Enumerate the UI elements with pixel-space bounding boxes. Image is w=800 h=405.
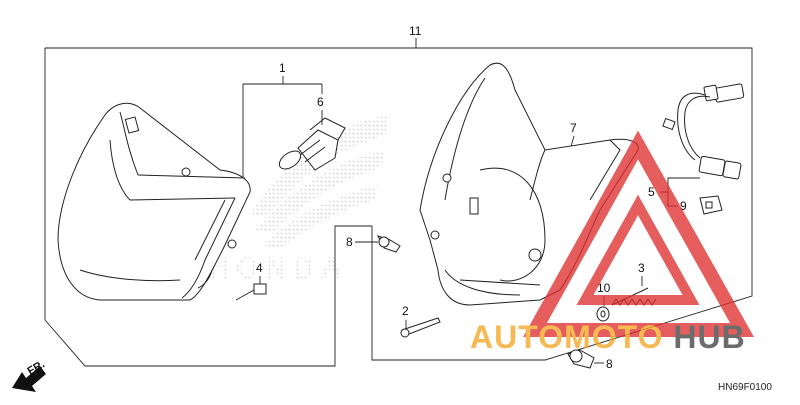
watermark-brand-suffix: HUB	[673, 319, 745, 355]
nut-part: 4	[235, 261, 267, 301]
front-direction-indicator: FR.	[12, 358, 47, 392]
headlight-housing	[57, 102, 251, 301]
bolt-right-part: 8	[567, 349, 613, 371]
callout-6: 6	[317, 95, 324, 109]
callout-8-left: 8	[346, 235, 353, 249]
watermark-brand: AUTOMOTO	[470, 319, 663, 355]
callout-1: 1	[279, 61, 286, 75]
long-screw-part: 2	[400, 304, 441, 338]
callout-8-right: 8	[606, 357, 613, 371]
headlight-bulb	[278, 117, 346, 171]
callout-11: 11	[409, 24, 422, 38]
callout-2: 2	[402, 304, 409, 318]
callout-7: 7	[570, 121, 577, 135]
callout-3: 3	[638, 261, 645, 275]
honda-logo-text: HONDA	[208, 252, 348, 285]
headlight-unit-leader: 1 6	[242, 61, 324, 178]
callout-5: 5	[648, 185, 655, 199]
diagram-code: HN69F0100	[718, 382, 772, 393]
callout-9: 9	[680, 199, 687, 213]
bolt-left-part: 8	[346, 235, 401, 253]
watermark-text: AUTOMOTO HUB	[470, 319, 746, 355]
callout-4: 4	[256, 261, 263, 275]
washer-part: 10	[596, 281, 611, 322]
automotohub-watermark: AUTOMOTO HUB	[470, 130, 754, 355]
callout-10: 10	[597, 281, 611, 295]
honda-wing-logo: HONDA	[208, 115, 390, 285]
